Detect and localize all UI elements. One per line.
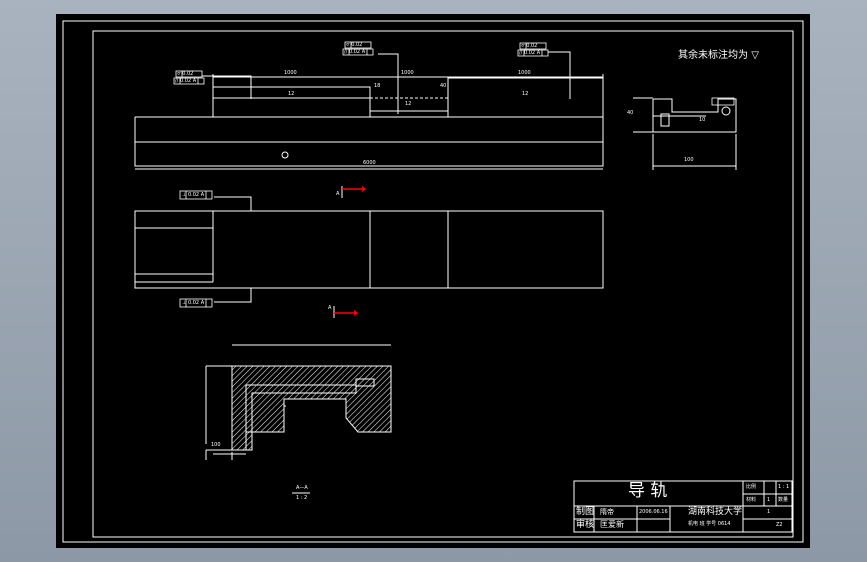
section-hatch	[231, 365, 392, 451]
gdt-flatness-1: ⌭ 0.02	[177, 71, 194, 77]
dim-12-c: 12	[522, 91, 529, 97]
note-text: 其余未标注均为	[678, 50, 748, 61]
cad-viewport[interactable]: 其余未标注均为 ▽ 1000 1000 1000 6000 18 12 12 1…	[56, 14, 810, 548]
gdt-parallel-1: // 0.02 A	[175, 78, 197, 84]
dim-1000-c: 1000	[518, 70, 531, 76]
gdt-flatness-3: ⌭ 0.02	[521, 43, 538, 49]
part-name: 导 轨	[628, 481, 668, 501]
tolerance-frames	[173, 41, 735, 308]
material-label: 材料	[746, 497, 757, 503]
drawn-label: 制图	[576, 507, 595, 517]
count-value: 1	[767, 509, 771, 515]
dim-6000: 6000	[363, 160, 376, 166]
weight-value: Z2	[776, 522, 783, 528]
section-label: A—A	[296, 485, 308, 491]
outer-frame	[62, 20, 804, 543]
section-arrow-top: A	[336, 191, 340, 197]
section-markers	[292, 186, 366, 494]
dim-10: 10	[699, 117, 706, 123]
scale-label: 比例	[746, 484, 757, 490]
gdt-perpendicular-1: ⊥ 0.02 A	[182, 192, 205, 198]
drawn-date: 2006.06.16	[639, 509, 668, 515]
dim-100-side: 100	[684, 157, 694, 163]
dim-1000-b: 1000	[401, 70, 414, 76]
qty-label: 数量	[778, 497, 789, 503]
roughness-symbol-icon: ▽	[751, 50, 759, 61]
dim-18: 18	[374, 83, 381, 89]
dim-12-a: 12	[288, 91, 295, 97]
section-arrow-bottom: A	[328, 305, 332, 311]
dim-40-a: 40	[440, 83, 447, 89]
checked-label: 审核	[576, 520, 595, 530]
checked-name: 匡爱新	[600, 520, 624, 529]
dim-section-100: 100	[211, 442, 221, 448]
engineering-drawing	[62, 20, 804, 543]
front-view	[134, 51, 604, 170]
gdt-parallel-3: // 0.02 A	[519, 50, 541, 56]
dim-1000-a: 1000	[284, 70, 297, 76]
dim-12-b: 12	[405, 101, 412, 107]
gdt-parallel-2: // 0.02 A	[344, 49, 366, 55]
surface-note: 其余未标注均为 ▽	[678, 51, 759, 61]
dim-40-b: 40	[627, 110, 634, 116]
section-scale: 1 : 2	[296, 495, 308, 501]
school-name: 湖南科技大学	[688, 507, 743, 517]
side-view	[633, 97, 737, 170]
top-view	[134, 196, 604, 303]
drawn-name: 隋帝	[600, 508, 614, 516]
gdt-perpendicular-2: ⊥ 0.02 A	[182, 300, 205, 306]
inner-frame	[92, 30, 794, 538]
title-block	[573, 480, 793, 533]
gdt-flatness-2: ⌭ 0.02	[346, 42, 363, 48]
sheet-number: 1	[767, 497, 771, 503]
scale-value: 1 : 1	[778, 484, 790, 490]
class-info: 机电 班 学号 0614	[688, 521, 731, 527]
